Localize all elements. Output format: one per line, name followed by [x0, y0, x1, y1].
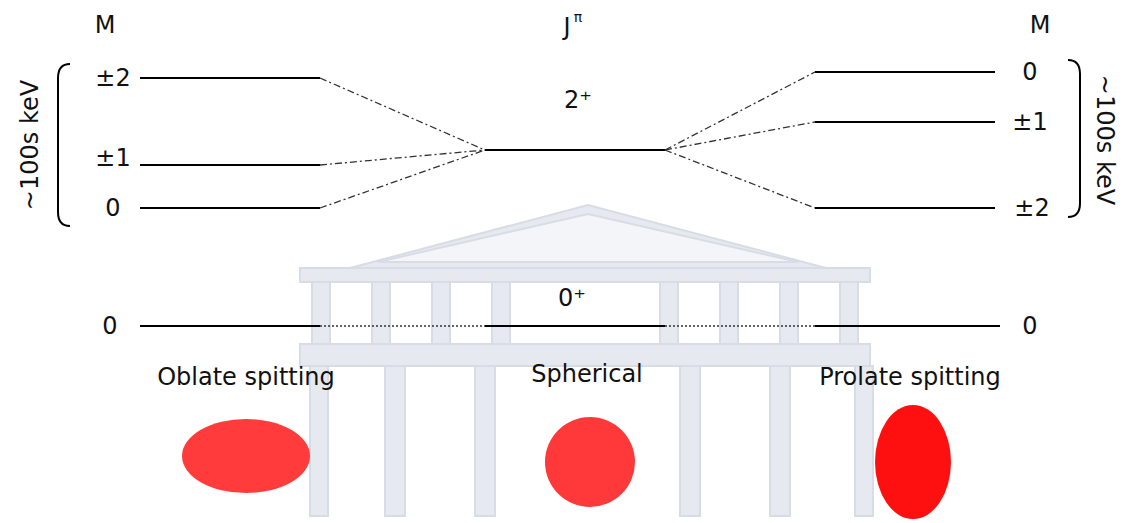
m-label: ±1	[95, 146, 130, 170]
parity-superscript: π	[574, 10, 582, 24]
m-label: ±1	[1012, 110, 1047, 134]
brackets	[58, 60, 1080, 226]
m-label: 0	[1022, 60, 1037, 84]
nucleus-shapes	[182, 405, 951, 519]
shape-caption: Oblate spitting	[157, 365, 335, 389]
energy-scale: ~100s keV	[18, 80, 42, 210]
m-label: ±2	[1014, 196, 1049, 220]
watermark	[300, 205, 873, 516]
m-label: 0	[105, 196, 120, 220]
spin-parity-header: J	[563, 15, 570, 39]
energy-scale: ~100s keV	[1093, 75, 1117, 205]
m-label: 0	[1022, 314, 1037, 338]
spin-parity-label: 0⁺	[558, 286, 586, 310]
shape-caption: Spherical	[531, 362, 643, 386]
m-label: 0	[102, 314, 117, 338]
level-lines	[140, 72, 1000, 326]
splitting-lines	[320, 72, 815, 326]
column-header: M	[1030, 13, 1051, 37]
m-label: ±2	[95, 66, 130, 90]
column-header: M	[95, 13, 116, 37]
spin-parity-label: 2⁺	[564, 88, 592, 112]
shape-caption: Prolate spitting	[819, 365, 1001, 389]
